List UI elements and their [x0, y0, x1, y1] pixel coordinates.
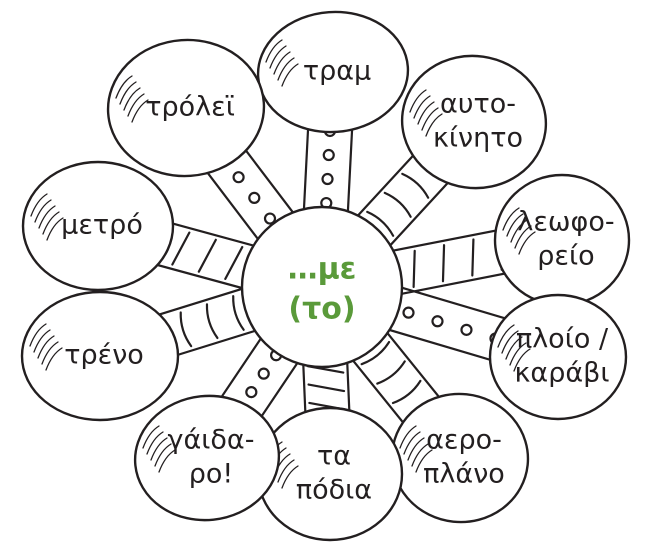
hatch-stroke — [46, 217, 64, 241]
hatch-stroke — [273, 51, 291, 75]
hatch-stroke — [277, 459, 295, 483]
hatch-stroke — [403, 431, 421, 455]
petal-label-airplane-line2: πλάνο — [423, 459, 505, 490]
hatch-stroke — [269, 45, 287, 69]
petal-trolley: τρόλεϊ — [106, 38, 266, 178]
center-label-line1: …με — [288, 252, 357, 287]
hatch-stroke — [131, 99, 149, 123]
hatch-stroke — [510, 219, 528, 243]
hatch-stroke — [142, 425, 160, 449]
hatch-stroke — [150, 437, 168, 461]
petal-label-bus-line2: ρείο — [537, 241, 594, 272]
petal-label-on-foot-line1: τα — [317, 441, 351, 472]
petal-metro: μετρό — [21, 160, 175, 292]
petal-label-ship-line1: πλοίο / — [516, 324, 609, 355]
hatch-stroke — [497, 324, 515, 348]
hatch-stroke — [425, 113, 443, 137]
hatch-stroke — [417, 101, 435, 125]
petal-train: τρένο — [20, 290, 180, 422]
hatch-stroke — [514, 225, 532, 249]
hatch-stroke — [505, 336, 523, 360]
hatch-stroke — [265, 39, 283, 63]
hatch-stroke — [38, 205, 56, 229]
petal-label-car-line2: κίνητο — [433, 123, 523, 154]
petal-label-metro-line1: μετρό — [61, 210, 143, 241]
petal-shape — [256, 10, 410, 134]
petal-bus: λεωφο-ρείο — [493, 173, 631, 307]
petal-shape — [400, 54, 548, 190]
hatch-stroke — [413, 95, 431, 119]
petal-label-on-foot-line2: πόδια — [296, 475, 372, 506]
hatch-stroke — [506, 213, 524, 237]
hatch-stroke — [37, 335, 55, 359]
petal-shape — [21, 160, 175, 292]
hatch-stroke — [158, 449, 176, 473]
hatch-stroke — [411, 443, 429, 467]
hatch-stroke — [399, 425, 417, 449]
hatch-stroke — [281, 63, 299, 87]
hatch-stroke — [154, 443, 172, 467]
hatch-stroke — [30, 193, 48, 217]
hatch-stroke — [502, 207, 520, 231]
center-label-line2: (το) — [288, 292, 355, 327]
petal-car: αυτο-κίνητο — [400, 54, 548, 190]
hatch-stroke — [281, 465, 299, 489]
hatch-stroke — [146, 431, 164, 455]
hatch-stroke — [277, 57, 295, 81]
petal-label-ship-line2: καράβι — [514, 358, 609, 389]
hatch-stroke — [513, 348, 531, 372]
hatch-stroke — [119, 81, 137, 105]
center-circle-shape — [240, 205, 404, 369]
hatch-stroke — [127, 93, 145, 117]
hatch-stroke — [42, 211, 60, 235]
hatch-stroke — [45, 347, 63, 371]
petal-label-trolley-line1: τρόλεϊ — [145, 92, 235, 123]
hatch-stroke — [509, 342, 527, 366]
hatch-stroke — [421, 107, 439, 131]
petal-label-car-line1: αυτο- — [440, 89, 516, 120]
petal-label-tram-line1: τραμ — [303, 56, 371, 87]
petal-shape — [20, 290, 180, 422]
petal-shape — [106, 38, 266, 178]
petal-donkey: γάιδα-ρο! — [133, 394, 281, 522]
center-circle: …με (το) — [240, 205, 404, 369]
hatch-stroke — [415, 449, 433, 473]
petal-label-train-line1: τρένο — [64, 340, 144, 371]
hatch-stroke — [115, 75, 133, 99]
petal-label-bus-line1: λεωφο- — [517, 207, 614, 238]
petal-tram: τραμ — [256, 10, 410, 134]
hatch-stroke — [409, 89, 427, 113]
petal-label-donkey-line2: ρο! — [189, 459, 233, 490]
hatch-stroke — [407, 437, 425, 461]
petal-ship: πλοίο /καράβι — [488, 293, 628, 421]
hatch-stroke — [518, 231, 536, 255]
petal-label-donkey-line1: γάιδα- — [168, 425, 255, 456]
hatch-stroke — [29, 323, 47, 347]
hatch-stroke — [34, 199, 52, 223]
petal-label-airplane-line1: αερο- — [426, 425, 502, 456]
hatch-stroke — [123, 87, 141, 111]
hatch-stroke — [33, 329, 51, 353]
hatch-stroke — [501, 330, 519, 354]
petal-shape — [488, 293, 628, 421]
petal-airplane: αερο-πλάνο — [390, 392, 530, 524]
petal-shape — [133, 394, 281, 522]
hatch-stroke — [41, 341, 59, 365]
